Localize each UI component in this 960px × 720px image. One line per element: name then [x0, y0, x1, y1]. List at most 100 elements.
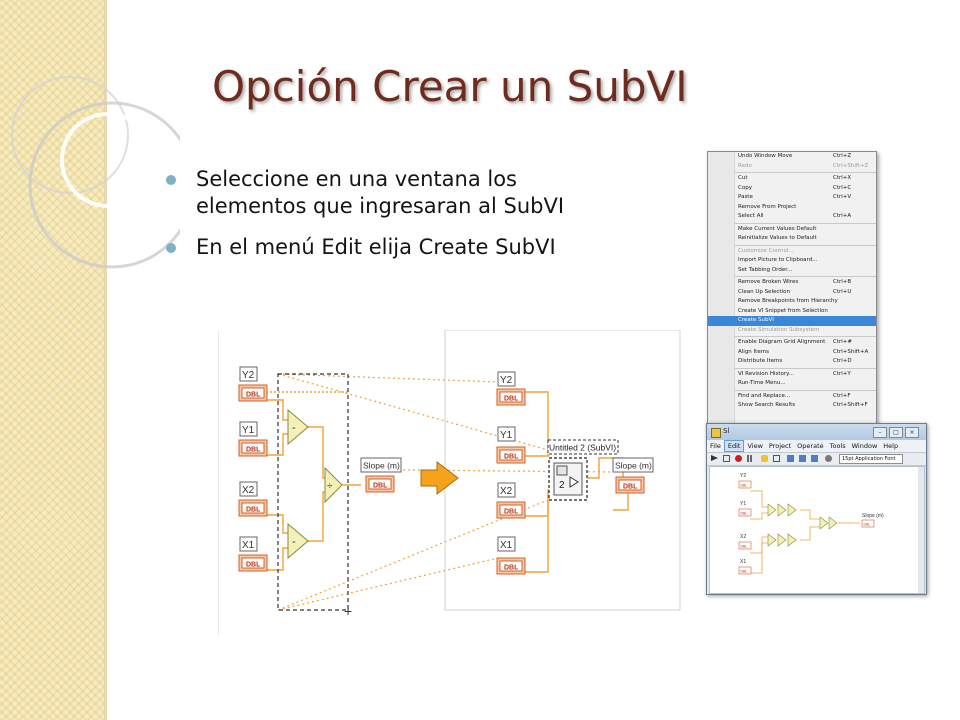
- step-over-icon[interactable]: [799, 455, 806, 462]
- vertical-scrollbar[interactable]: [918, 467, 924, 593]
- menubar-item[interactable]: Tools: [829, 442, 846, 450]
- bullet-text: Seleccione en una ventana los elementos …: [196, 167, 565, 218]
- run-continuously-icon[interactable]: [723, 455, 730, 462]
- maximize-button[interactable]: □: [889, 427, 903, 438]
- settings-icon[interactable]: [825, 455, 832, 462]
- slide-title: Opción Crear un SubVI: [212, 62, 688, 111]
- menubar-item[interactable]: Edit: [723, 440, 745, 452]
- sidebar-edge: [104, 0, 107, 720]
- menu-item[interactable]: Remove From Project: [708, 203, 876, 213]
- terminal-label: Y2: [500, 375, 513, 386]
- menu-item[interactable]: Run-Time Menu...: [708, 379, 876, 389]
- menu-separator: [735, 244, 876, 246]
- terminal-label: Y1: [242, 425, 255, 436]
- terminal-label: X1: [242, 540, 255, 551]
- menu-item[interactable]: Make Current Values Default: [708, 225, 876, 235]
- output-indicator: Slope (m) DBL: [360, 457, 402, 493]
- selection-rectangle: [277, 373, 349, 611]
- menu-item[interactable]: Reinitialize Values to Default: [708, 234, 876, 244]
- app-icon: [711, 428, 721, 438]
- svg-text:X1: X1: [740, 559, 746, 565]
- minimize-button[interactable]: –: [873, 427, 887, 438]
- bullet-list: Seleccione en una ventana los elementos …: [166, 166, 606, 275]
- menu-item-shortcut: Ctrl+V: [833, 194, 852, 200]
- menu-separator: [735, 389, 876, 391]
- menubar-item[interactable]: View: [747, 442, 763, 450]
- svg-text:DBL: DBL: [741, 484, 748, 488]
- menu-item[interactable]: VI Revision History...Ctrl+Y: [708, 370, 876, 380]
- subtract-icon: -: [287, 408, 309, 446]
- menu-item-label: Import Picture to Clipboard...: [738, 257, 818, 263]
- menu-item[interactable]: Find and Replace...Ctrl+F: [708, 392, 876, 402]
- menu-item-label: Run-Time Menu...: [738, 380, 786, 386]
- menu-item-shortcut: Ctrl+C: [833, 184, 852, 191]
- menu-item[interactable]: Paste Ctrl+V: [708, 193, 876, 203]
- step-out-icon[interactable]: [811, 455, 818, 462]
- menu-item-shortcut: Ctrl+Shift+F: [833, 402, 868, 408]
- svg-text:Y1: Y1: [740, 501, 746, 507]
- svg-text:÷: ÷: [327, 481, 333, 492]
- divide-icon: ÷: [324, 466, 343, 504]
- menu-item-label: Paste: [738, 194, 753, 200]
- run-icon[interactable]: [711, 455, 718, 461]
- menubar-item[interactable]: Window: [851, 442, 878, 450]
- menu-item[interactable]: Create SubVI: [708, 316, 876, 326]
- font-selector[interactable]: 15pt Application Font: [839, 454, 903, 464]
- menubar-item[interactable]: Help: [883, 442, 899, 450]
- menu-separator: [735, 222, 876, 224]
- pause-icon[interactable]: [747, 455, 749, 462]
- retain-wire-values-icon[interactable]: [773, 455, 780, 462]
- terminal-label: X2: [242, 485, 255, 496]
- menu-item[interactable]: Create VI Snippet from Selection: [708, 307, 876, 317]
- menu-item[interactable]: Remove Breakpoints from Hierarchy: [708, 297, 876, 307]
- title-bar: Sl – □ ×: [707, 424, 926, 440]
- step-into-icon[interactable]: [787, 455, 794, 462]
- menubar-item[interactable]: File: [710, 442, 721, 450]
- menu-item[interactable]: Set Tabbing Order...: [708, 266, 876, 276]
- highlight-execution-icon[interactable]: [761, 455, 768, 462]
- mini-diagram: Y2 DBL Y1 DBL X2 DBL X1 DBL Slope (m): [738, 473, 884, 575]
- type-label: DBL: [623, 484, 638, 491]
- menu-item-label: Undo Window Move: [738, 153, 793, 159]
- subtract-icon: -: [287, 522, 309, 560]
- mini-terminal: X1 DBL: [738, 559, 752, 575]
- menu-item-shortcut: Ctrl+F: [833, 392, 851, 399]
- type-label: DBL: [504, 509, 519, 516]
- menu-item-shortcut: Ctrl+U: [833, 288, 852, 295]
- bullet-icon: [166, 175, 176, 185]
- menubar-item[interactable]: Operate: [797, 442, 824, 450]
- abort-icon[interactable]: [735, 455, 742, 462]
- terminal-label: X1: [500, 540, 513, 551]
- menu-item-label: Make Current Values Default: [738, 225, 817, 232]
- menubar-item[interactable]: Project: [768, 442, 792, 450]
- menu-item-label: Remove Broken Wires: [738, 279, 799, 285]
- menu-separator: [735, 336, 876, 337]
- terminal-label: X2: [500, 486, 513, 497]
- block-diagram-comparison: + Y2 DBL Y1 DBL X2 DBL X1 DBL - -: [218, 330, 681, 635]
- close-button[interactable]: ×: [905, 427, 919, 438]
- menu-gutter: [708, 152, 735, 442]
- svg-text:DBL: DBL: [741, 570, 748, 574]
- svg-text:Y2: Y2: [740, 473, 746, 479]
- type-label: DBL: [246, 392, 261, 399]
- menu-item-shortcut: Ctrl+#: [833, 339, 853, 345]
- menu-item-label: Set Tabbing Order...: [738, 266, 793, 273]
- menu-item-label: Distribute Items: [738, 358, 783, 364]
- menu-item[interactable]: Import Picture to Clipboard...: [708, 256, 876, 266]
- menu-item-label: Reinitialize Values to Default: [738, 235, 817, 241]
- left-terminal: Y1 DBL: [238, 421, 268, 457]
- toolbar: 15pt Application Font: [707, 453, 926, 466]
